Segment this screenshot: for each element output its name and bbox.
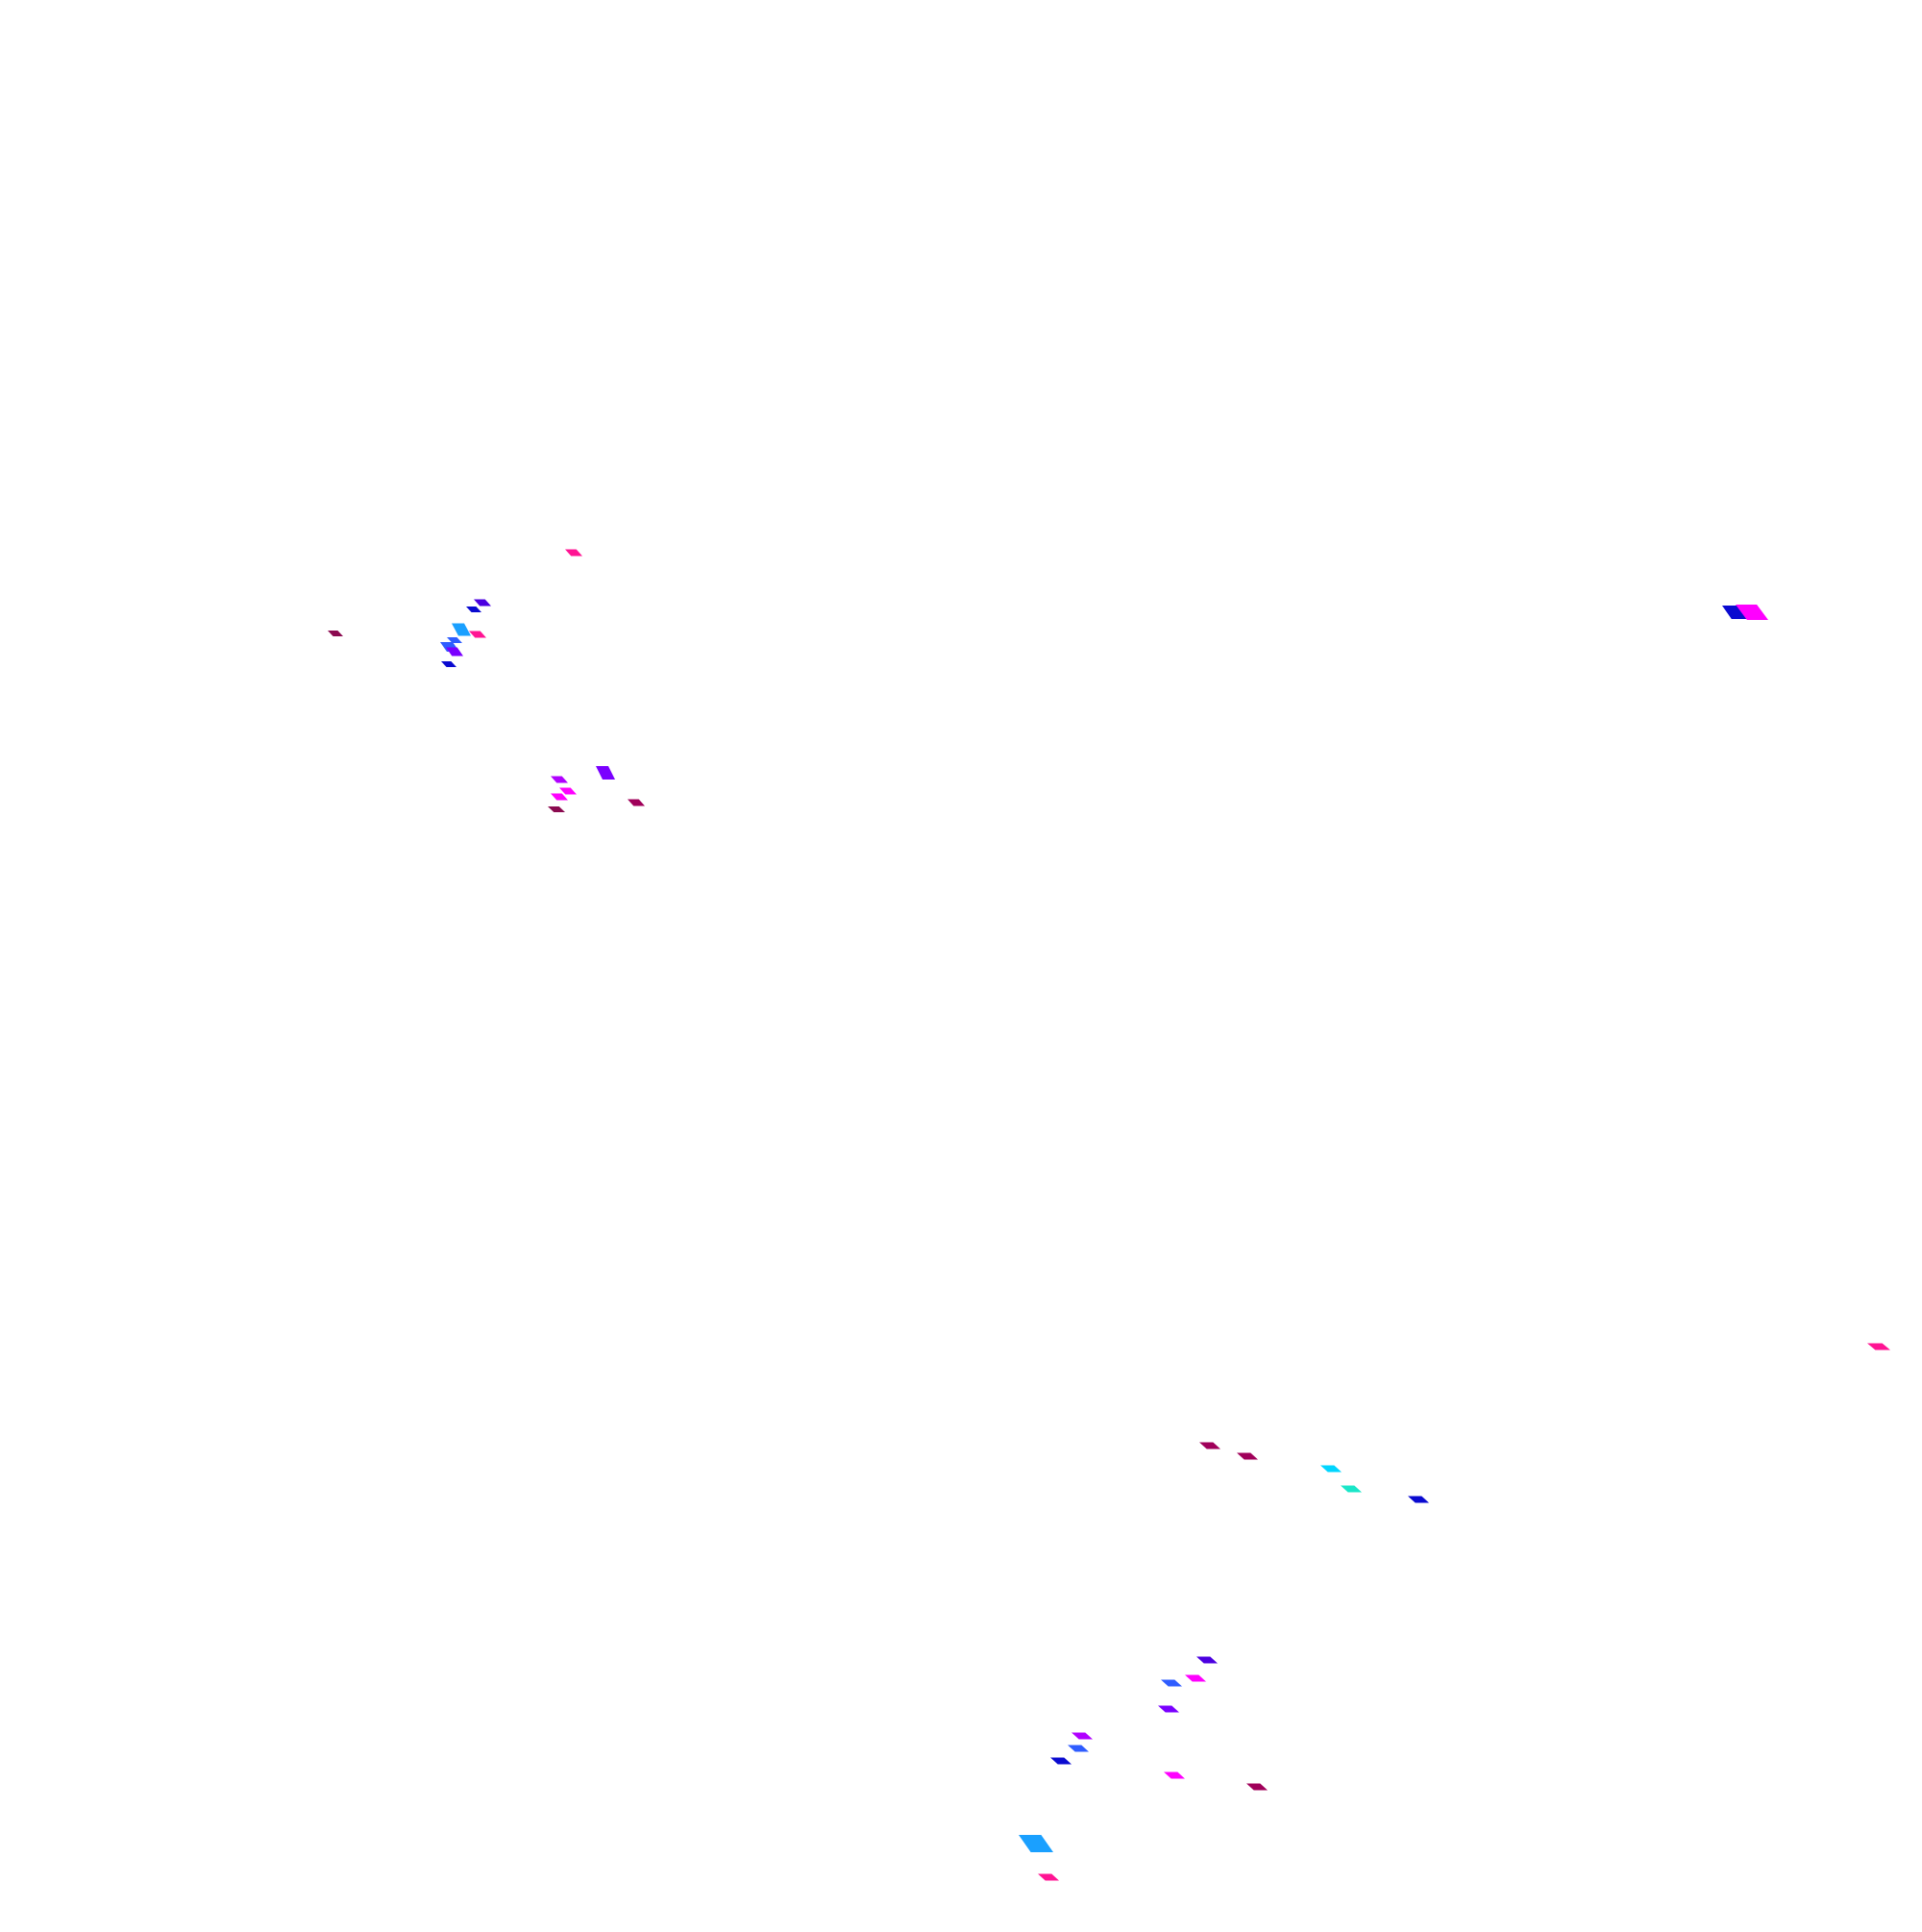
marker-20 [1199, 1442, 1220, 1449]
marker-11 [1722, 606, 1749, 619]
marker-22 [1320, 1465, 1342, 1473]
marker-35 [1038, 1873, 1059, 1881]
marker-16 [551, 793, 568, 801]
marker-28 [1158, 1705, 1179, 1713]
marker-29 [1072, 1732, 1093, 1740]
marker-15 [559, 787, 577, 795]
marker-13 [596, 766, 615, 780]
marker-14 [551, 776, 568, 783]
marker-25 [1196, 1656, 1218, 1664]
marker-30 [1068, 1745, 1089, 1752]
marker-02 [474, 599, 491, 607]
markers-layer [328, 549, 1890, 1881]
marker-05 [452, 623, 471, 636]
marker-27 [1185, 1674, 1206, 1682]
marker-07 [447, 637, 462, 643]
marker-21 [1237, 1452, 1258, 1460]
marker-18 [628, 799, 645, 806]
marker-32 [1164, 1771, 1185, 1779]
marker-03 [466, 607, 481, 612]
marker-31 [1050, 1757, 1072, 1765]
marker-17 [548, 806, 565, 812]
marker-23 [1341, 1485, 1362, 1493]
marker-34 [1019, 1835, 1053, 1852]
marker-12 [1736, 605, 1768, 620]
marker-10 [441, 661, 456, 667]
marker-33 [1246, 1783, 1268, 1791]
marker-04 [328, 631, 343, 636]
marker-01 [565, 549, 582, 557]
marker-09 [446, 647, 463, 656]
marker-24 [1408, 1496, 1429, 1503]
marker-19 [1867, 1343, 1890, 1350]
marker-06 [469, 631, 486, 638]
marker-26 [1161, 1679, 1182, 1687]
